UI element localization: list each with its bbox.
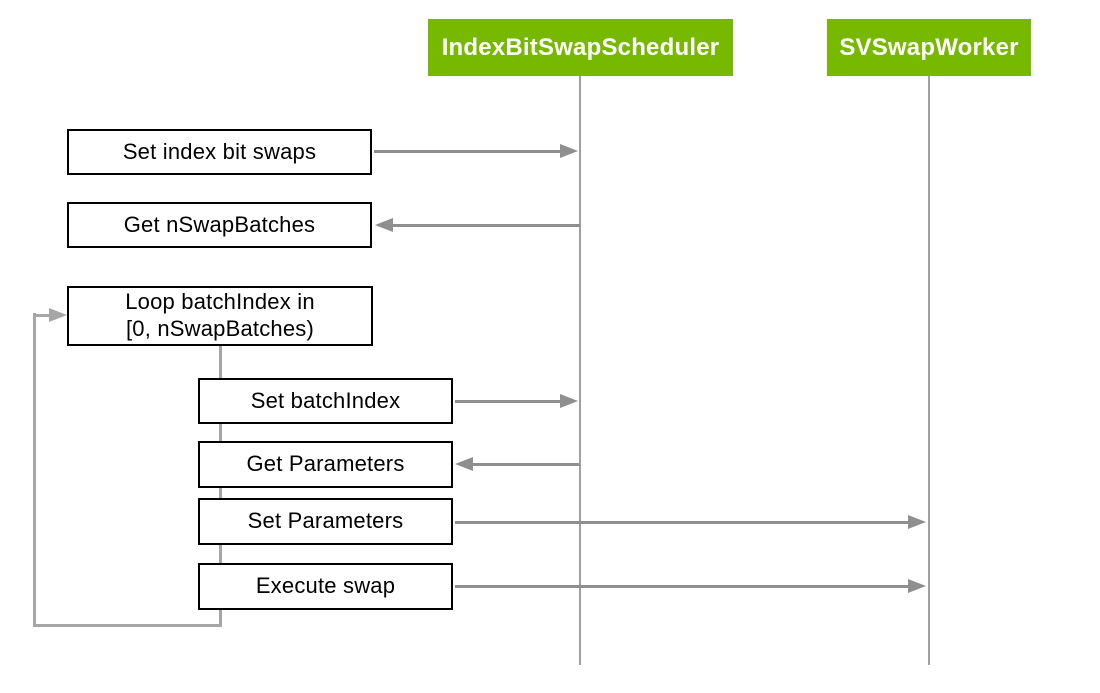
arrowhead-right-icon (49, 308, 67, 322)
step-box-get-nswapbatches: Get nSwapBatches (67, 202, 372, 248)
arrow-get-nswapbatches-from-scheduler (375, 218, 580, 232)
arrow-set-batchindex-to-scheduler (455, 394, 578, 408)
arrow-shaft (455, 584, 908, 588)
loop-back-rail-left (33, 313, 36, 627)
arrow-get-parameters-from-scheduler (455, 457, 580, 471)
lifeline-worker (928, 76, 930, 665)
arrow-shaft (455, 520, 908, 524)
arrowhead-right-icon (908, 515, 926, 529)
arrow-shaft (393, 223, 580, 227)
loop-label-line2: [0, nSwapBatches) (125, 316, 315, 341)
arrow-shaft (374, 149, 560, 153)
arrowhead-right-icon (560, 144, 578, 158)
arrowhead-right-icon (908, 579, 926, 593)
step-box-get-parameters: Get Parameters (198, 441, 453, 488)
arrow-set-parameters-to-worker (455, 515, 926, 529)
lifeline-scheduler (579, 76, 581, 665)
loop-back-rail-bottom (33, 624, 222, 627)
participant-sv-swap-worker: SVSwapWorker (827, 19, 1031, 76)
arrow-execute-swap-to-worker (455, 579, 926, 593)
arrow-set-index-bit-swaps-to-scheduler (374, 144, 578, 158)
loop-label-line1: Loop batchIndex in (125, 289, 315, 315)
loop-entry-arrow (35, 308, 67, 322)
arrowhead-left-icon (375, 218, 393, 232)
arrowhead-left-icon (455, 457, 473, 471)
participant-index-bit-swap-scheduler: IndexBitSwapScheduler (428, 19, 733, 76)
step-box-set-parameters: Set Parameters (198, 498, 453, 545)
step-box-set-index-bit-swaps: Set index bit swaps (67, 129, 372, 175)
arrow-shaft (455, 399, 560, 403)
step-box-set-batchindex: Set batchIndex (198, 378, 453, 424)
arrowhead-right-icon (560, 394, 578, 408)
step-box-execute-swap: Execute swap (198, 563, 453, 610)
arrow-shaft (473, 462, 580, 466)
arrow-shaft (35, 313, 49, 317)
step-box-loop: Loop batchIndex in [0, nSwapBatches) (67, 286, 373, 346)
